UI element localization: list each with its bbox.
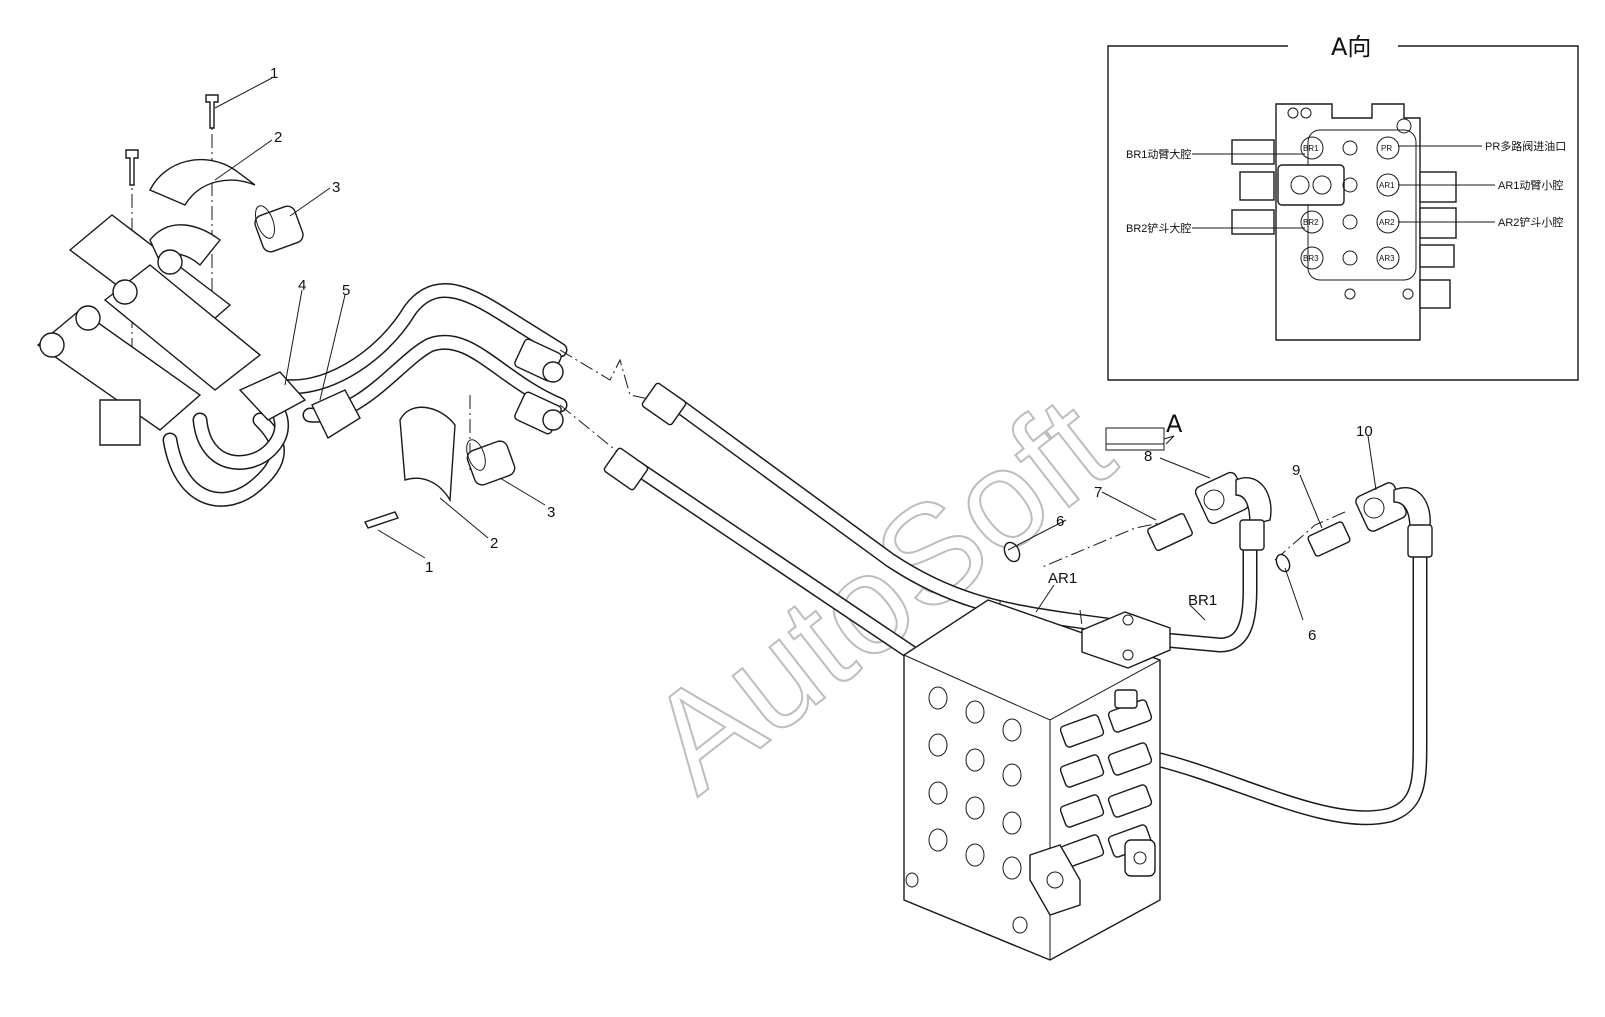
balloon-10: 10 — [1356, 423, 1373, 440]
callout-br1: BR1动臂大腔 — [1126, 147, 1191, 161]
port-br1: BR1 — [1303, 144, 1319, 153]
port-ar2: AR2 — [1379, 218, 1395, 227]
callout-ar1: AR1动臂小腔 — [1498, 178, 1563, 192]
sleeve-3a — [254, 205, 304, 253]
balloon-8: 8 — [1144, 448, 1152, 465]
o-ring-6b — [1275, 553, 1291, 573]
view-a-label: A — [1166, 410, 1183, 438]
balloon-1-top: 1 — [270, 65, 278, 82]
balloon-2-top: 2 — [274, 129, 282, 146]
bolt-1a — [205, 94, 219, 129]
bolt-1c — [364, 511, 399, 529]
balloon-3-top: 3 — [332, 179, 340, 196]
clamp-parts — [125, 94, 516, 529]
balloon-7: 7 — [1094, 484, 1102, 501]
balloon-1-bottom: 1 — [425, 559, 433, 576]
detail-view-a: A向 BR1 BR2 BR3 AR1 AR2 AR3 — [1107, 33, 1579, 381]
balloon-6-left: 6 — [1056, 513, 1064, 530]
balloon-9: 9 — [1292, 462, 1300, 479]
line-label-ar1: AR1 — [1048, 570, 1077, 587]
valve-flange — [1081, 611, 1171, 669]
view-a-marker: A — [1105, 410, 1183, 451]
sleeve-3b — [466, 440, 516, 486]
adapter-9 — [1307, 521, 1351, 557]
port-br3: BR3 — [1303, 254, 1319, 263]
valve-body — [903, 599, 1161, 961]
balloon-4: 4 — [298, 277, 306, 294]
callout-ar2: AR2铲斗小腔 — [1498, 215, 1563, 229]
valve-face: BR1 BR2 BR3 AR1 AR2 AR3 PR — [1231, 103, 1457, 341]
detail-view-title: A向 — [1331, 33, 1371, 61]
balloon-3-bottom: 3 — [547, 504, 555, 521]
multi-way-valve — [903, 599, 1171, 961]
line-label-br1: BR1 — [1188, 592, 1217, 609]
clamp-2b — [399, 406, 456, 503]
valve-connectors — [1003, 471, 1433, 573]
pipe-fittings — [514, 338, 687, 491]
clamp-2a — [149, 158, 256, 206]
balloon-6-right: 6 — [1308, 627, 1316, 644]
port-ar3: AR3 — [1379, 254, 1395, 263]
left-fitting-cluster — [36, 214, 361, 446]
port-ar1: AR1 — [1379, 181, 1395, 190]
part-balloons: 1 2 3 4 5 1 2 3 6 7 8 9 6 10 — [270, 65, 1373, 644]
adapter-7 — [1147, 512, 1193, 552]
port-pr: PR — [1381, 144, 1392, 153]
bolt-1b — [125, 149, 139, 186]
balloon-5: 5 — [342, 282, 350, 299]
callout-br2: BR2铲斗大腔 — [1126, 221, 1191, 235]
port-br2: BR2 — [1303, 218, 1319, 227]
detail-frame — [1107, 45, 1579, 381]
callout-pr: PR多路阀进油口 — [1485, 139, 1566, 153]
leader-lines — [214, 77, 1377, 621]
balloon-2-bottom: 2 — [490, 535, 498, 552]
o-ring-6a — [1003, 541, 1021, 563]
